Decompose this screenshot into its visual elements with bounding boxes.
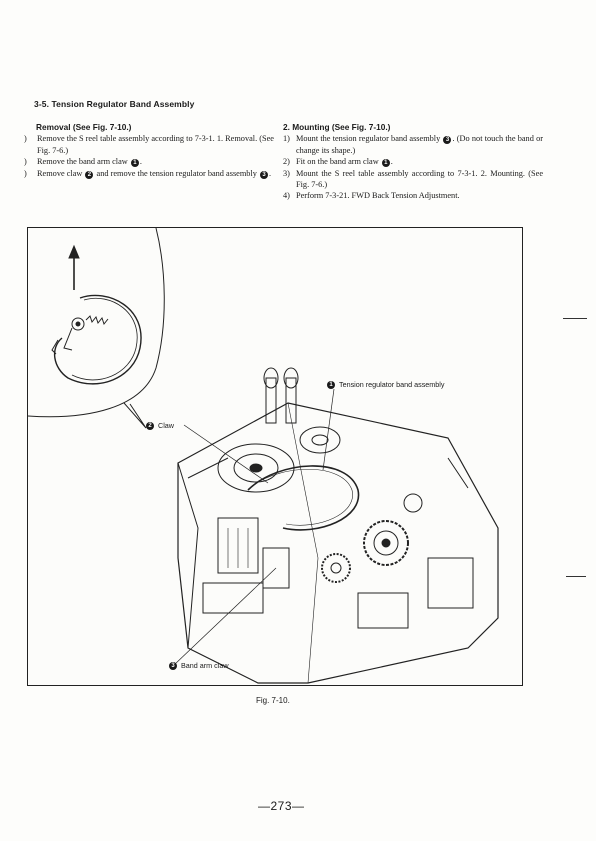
step-text-main: Remove the band arm claw [37, 157, 128, 167]
step-text-main: Fit on the band arm claw [296, 157, 379, 167]
detail-boundary [28, 228, 165, 418]
mounting-heading: 2. Mounting (See Fig. 7-10.) [283, 122, 391, 132]
leader-claw [183, 424, 269, 484]
step-text: Perform 7-3-21. FWD Back Tension Adjustm… [296, 191, 460, 201]
detail-band [53, 294, 142, 385]
step-text: Remove claw 2 and remove the tension reg… [37, 168, 272, 179]
marker-3-icon: 3 [443, 136, 452, 145]
marker-3-icon: 3 [259, 170, 268, 179]
step-number: 1) [283, 134, 290, 144]
removal-step-3: ) Remove claw 2 and remove the tension r… [24, 168, 274, 179]
mounting-column: 2. Mounting (See Fig. 7-10.) 1) Mount th… [283, 122, 543, 202]
callout-tension-band: 1 Tension regulator band assembly [326, 380, 444, 389]
step-number: 2) [283, 157, 290, 167]
mounting-step-4: 4) Perform 7-3-21. FWD Back Tension Adju… [283, 190, 543, 201]
step-text: Mount the S reel table assembly accordin… [296, 168, 543, 190]
callout-tension-band-label: Tension regulator band assembly [339, 380, 445, 389]
leader-band-arm-claw [173, 567, 277, 666]
section-title: 3-5. Tension Regulator Band Assembly [34, 99, 195, 109]
figure-caption: Fig. 7-10. [256, 696, 290, 705]
step-text: Remove the S reel table assembly accordi… [37, 134, 274, 155]
callout-band-arm-claw-label: Band arm claw [181, 661, 229, 670]
gear-small [321, 553, 351, 583]
removal-column: Removal (See Fig. 7-10.) ) Remove the S … [24, 122, 274, 179]
deck-outline [177, 402, 499, 684]
margin-mark [566, 576, 586, 577]
page-number: —273— [258, 799, 305, 813]
step-number: ) [24, 157, 27, 167]
callout-claw-label: Claw [158, 421, 174, 430]
figure-frame: 1 Tension regulator band assembly 2 Claw… [27, 227, 523, 686]
marker-1-icon: 1 [381, 159, 390, 168]
step-text: Mount the tension regulator band assembl… [296, 134, 543, 155]
step-number: ) [24, 134, 27, 144]
step-text-a: Remove claw [37, 168, 83, 178]
mounting-step-3: 3) Mount the S reel table assembly accor… [283, 168, 543, 191]
step-text-b: and remove the tension regulator band as… [96, 168, 257, 178]
mounting-step-1: 1) Mount the tension regulator band asse… [283, 133, 543, 156]
callout-claw: 2 Claw [145, 421, 174, 430]
step-text-b: (Do not touch the band or change its sha… [296, 134, 543, 155]
leader-tension-band [322, 388, 335, 471]
removal-step-2: ) Remove the band arm claw 1. [24, 156, 274, 168]
up-arrow-head [68, 244, 80, 259]
detail-spring [85, 315, 109, 326]
marker-2-icon: 2 [146, 421, 154, 430]
marker-3-icon: 3 [169, 661, 177, 670]
step-text-a: Mount the tension regulator band assembl… [296, 134, 441, 144]
marker-1-icon: 1 [327, 380, 335, 389]
step-text: Fit on the band arm claw 1. [296, 157, 393, 168]
removal-heading: Removal (See Fig. 7-10.) [36, 122, 132, 132]
tension-band [247, 465, 360, 531]
detail-pointer [123, 402, 147, 429]
callout-band-arm-claw: 3 Band arm claw [168, 661, 229, 670]
marker-2-icon: 2 [85, 170, 94, 179]
mechanism-illustration [28, 228, 499, 684]
margin-mark [563, 318, 587, 319]
step-text: Remove the band arm claw 1. [37, 157, 142, 168]
step-number: 4) [283, 191, 290, 201]
marker-1-icon: 1 [130, 159, 139, 168]
gear-large [363, 520, 409, 566]
removal-step-1: ) Remove the S reel table assembly accor… [24, 133, 274, 156]
step-number: ) [24, 168, 27, 178]
step-number: 3) [283, 168, 290, 178]
mounting-step-2: 2) Fit on the band arm claw 1. [283, 156, 543, 168]
